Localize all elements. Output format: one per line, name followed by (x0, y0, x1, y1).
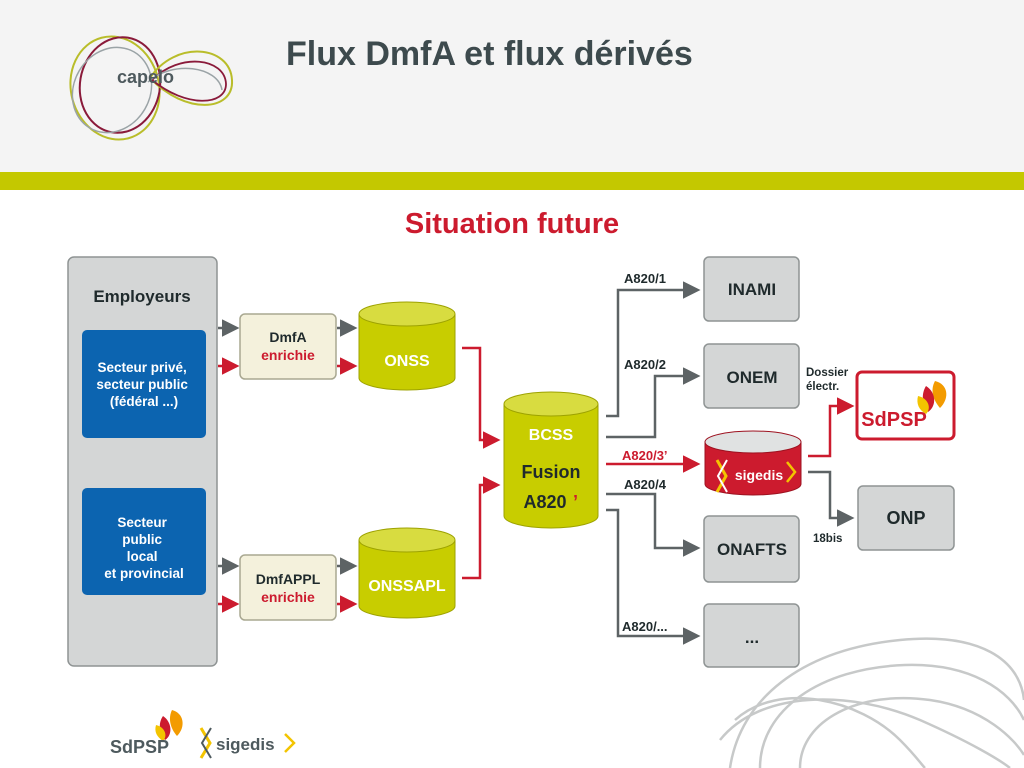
sigedis-outgoing-arrows (808, 397, 855, 527)
target-box-sdpsp: SdPSP (855, 370, 956, 441)
capelo-logo-text: capelo (117, 67, 174, 87)
target-box-etc: ... (703, 603, 800, 668)
sector-private-box (82, 330, 206, 438)
onem-label: ONEM (727, 368, 778, 387)
sdpsp-label: SdPSP (861, 409, 927, 431)
decorative-swirls (719, 637, 1024, 768)
target-box-onp: ONP (857, 485, 955, 551)
inami-label: INAMI (728, 280, 776, 299)
onss-to-bcss-arrows (462, 346, 501, 580)
employers-panel (67, 256, 218, 667)
dmfappl-label: DmfAPPL (256, 571, 321, 587)
dmfa-enrichie-label: enrichie (261, 347, 315, 363)
sigedis-label: sigedis (735, 467, 783, 483)
header-band (0, 0, 1024, 172)
sigedis-cylinder: sigedis (704, 430, 802, 496)
bcss-label: BCSS (529, 427, 574, 444)
onss-label: ONSS (384, 353, 430, 370)
onssapl-cylinder: ONSSAPL (358, 527, 456, 619)
employers-title: Employeurs (93, 287, 190, 306)
onp-label: ONP (886, 508, 925, 528)
flow-label-a820-2: A820/2 (624, 357, 666, 372)
bcss-fusion-label: Fusion (522, 462, 581, 482)
footer-sigedis-logo: sigedis (199, 727, 296, 759)
dmfa-label: DmfA (269, 329, 306, 345)
bcss-a820-label: A820 (523, 492, 566, 512)
footer-sigedis-text: sigedis (216, 735, 275, 754)
employer-arrows (218, 319, 240, 613)
diagram-subtitle: Situation future (404, 208, 620, 240)
page-title: Flux DmfA et flux dérivés (286, 35, 693, 73)
bis18-label: 18bis (813, 533, 842, 545)
flow-label-a820-etc: A820/... (622, 619, 668, 634)
bcss-accent: ’ (573, 492, 578, 512)
target-box-onem: ONEM (703, 343, 800, 409)
footer-sdpsp-logo: SdPSP (110, 710, 183, 757)
onafts-label: ONAFTS (717, 540, 787, 559)
target-box-inami: INAMI (703, 256, 800, 322)
flow-label-a820-4: A820/4 (624, 477, 667, 492)
onssapl-label: ONSSAPL (368, 578, 446, 595)
dmfappl-box (239, 554, 337, 621)
capelo-logo: capelo (69, 35, 234, 141)
etc-label: ... (745, 628, 759, 647)
dmfappl-enrichie-label: enrichie (261, 589, 315, 605)
sector-local-label: Secteur public local et provincial (104, 515, 184, 581)
dmfa-to-onss-arrows (337, 319, 358, 613)
sector-private-label: Secteur privé, secteur public (fédéral .… (96, 360, 191, 409)
bcss-cylinder: BCSS Fusion A820 ’ (503, 391, 599, 529)
sector-local-box (82, 488, 206, 595)
target-box-onafts: ONAFTS (703, 515, 800, 583)
footer-sdpsp-text: SdPSP (110, 737, 169, 757)
dmfa-box (239, 313, 337, 380)
flow-label-a820-3: A820/3’ (622, 448, 668, 463)
header-stripe (0, 172, 1024, 190)
onss-cylinder: ONSS (358, 301, 456, 391)
flow-label-a820-1: A820/1 (624, 271, 666, 286)
bcss-outgoing-arrows (606, 281, 701, 645)
dossier-label: Dossier électr. (806, 367, 851, 393)
